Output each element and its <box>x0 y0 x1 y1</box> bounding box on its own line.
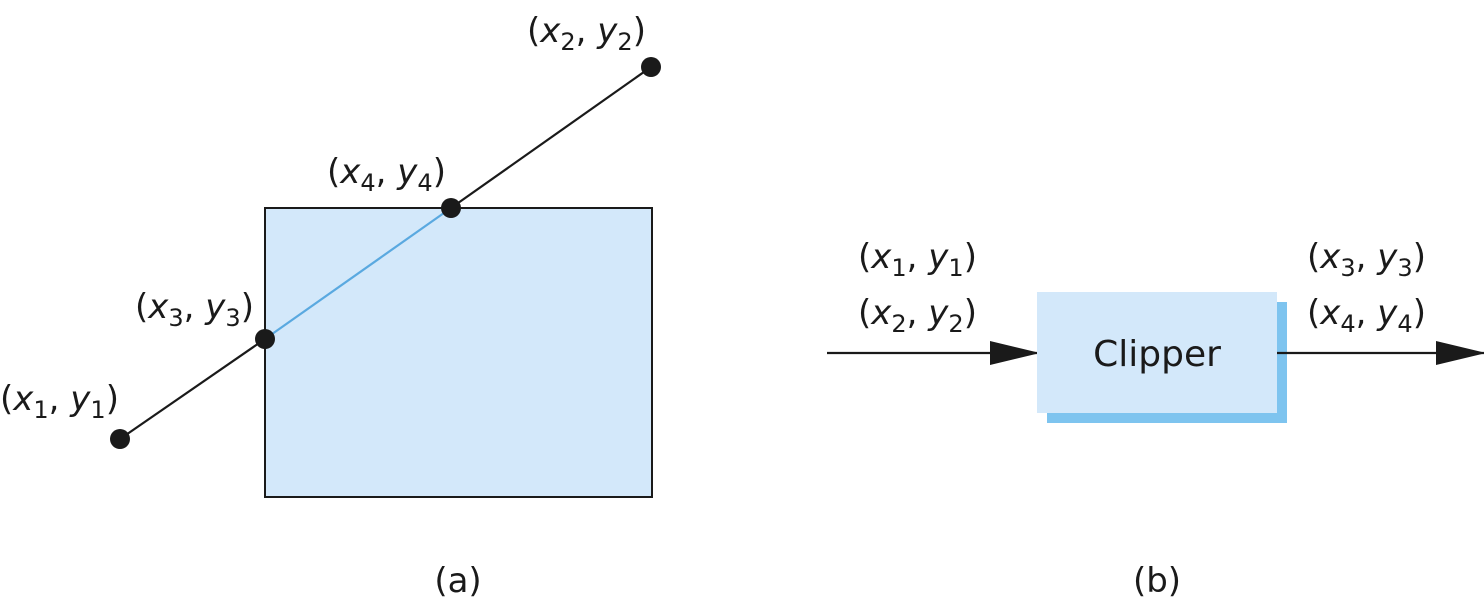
caption-a: (a) <box>434 561 481 601</box>
label-p4: (x4, y4) <box>327 152 446 197</box>
label-p2: (x2, y2) <box>527 11 646 56</box>
line-segment-outside-upper <box>450 66 652 209</box>
intersection-p4 <box>441 198 461 218</box>
panel-b: Clipper (x1, y1) (x2, y2) (x3, y3) (x4, … <box>827 237 1484 601</box>
clip-region <box>264 207 653 498</box>
panel-a: (x1, y1) (x2, y2) (x3, y3) (x4, y4) (a) <box>0 11 661 601</box>
endpoint-p1 <box>110 429 130 449</box>
label-output-2: (x4, y4) <box>1307 293 1426 338</box>
clipper-box <box>1037 292 1277 413</box>
label-p1: (x1, y1) <box>0 379 119 424</box>
caption-b: (b) <box>1133 561 1181 601</box>
endpoint-p2 <box>641 57 661 77</box>
line-segment-clipped <box>264 207 452 340</box>
label-input-2: (x2, y2) <box>858 293 977 338</box>
label-output-1: (x3, y3) <box>1307 237 1426 282</box>
label-p3: (x3, y3) <box>135 287 254 332</box>
label-input-1: (x1, y1) <box>858 237 977 282</box>
clipper-label: Clipper <box>1093 334 1221 375</box>
intersection-p3 <box>255 329 275 349</box>
line-segment-outside-lower <box>119 338 266 440</box>
